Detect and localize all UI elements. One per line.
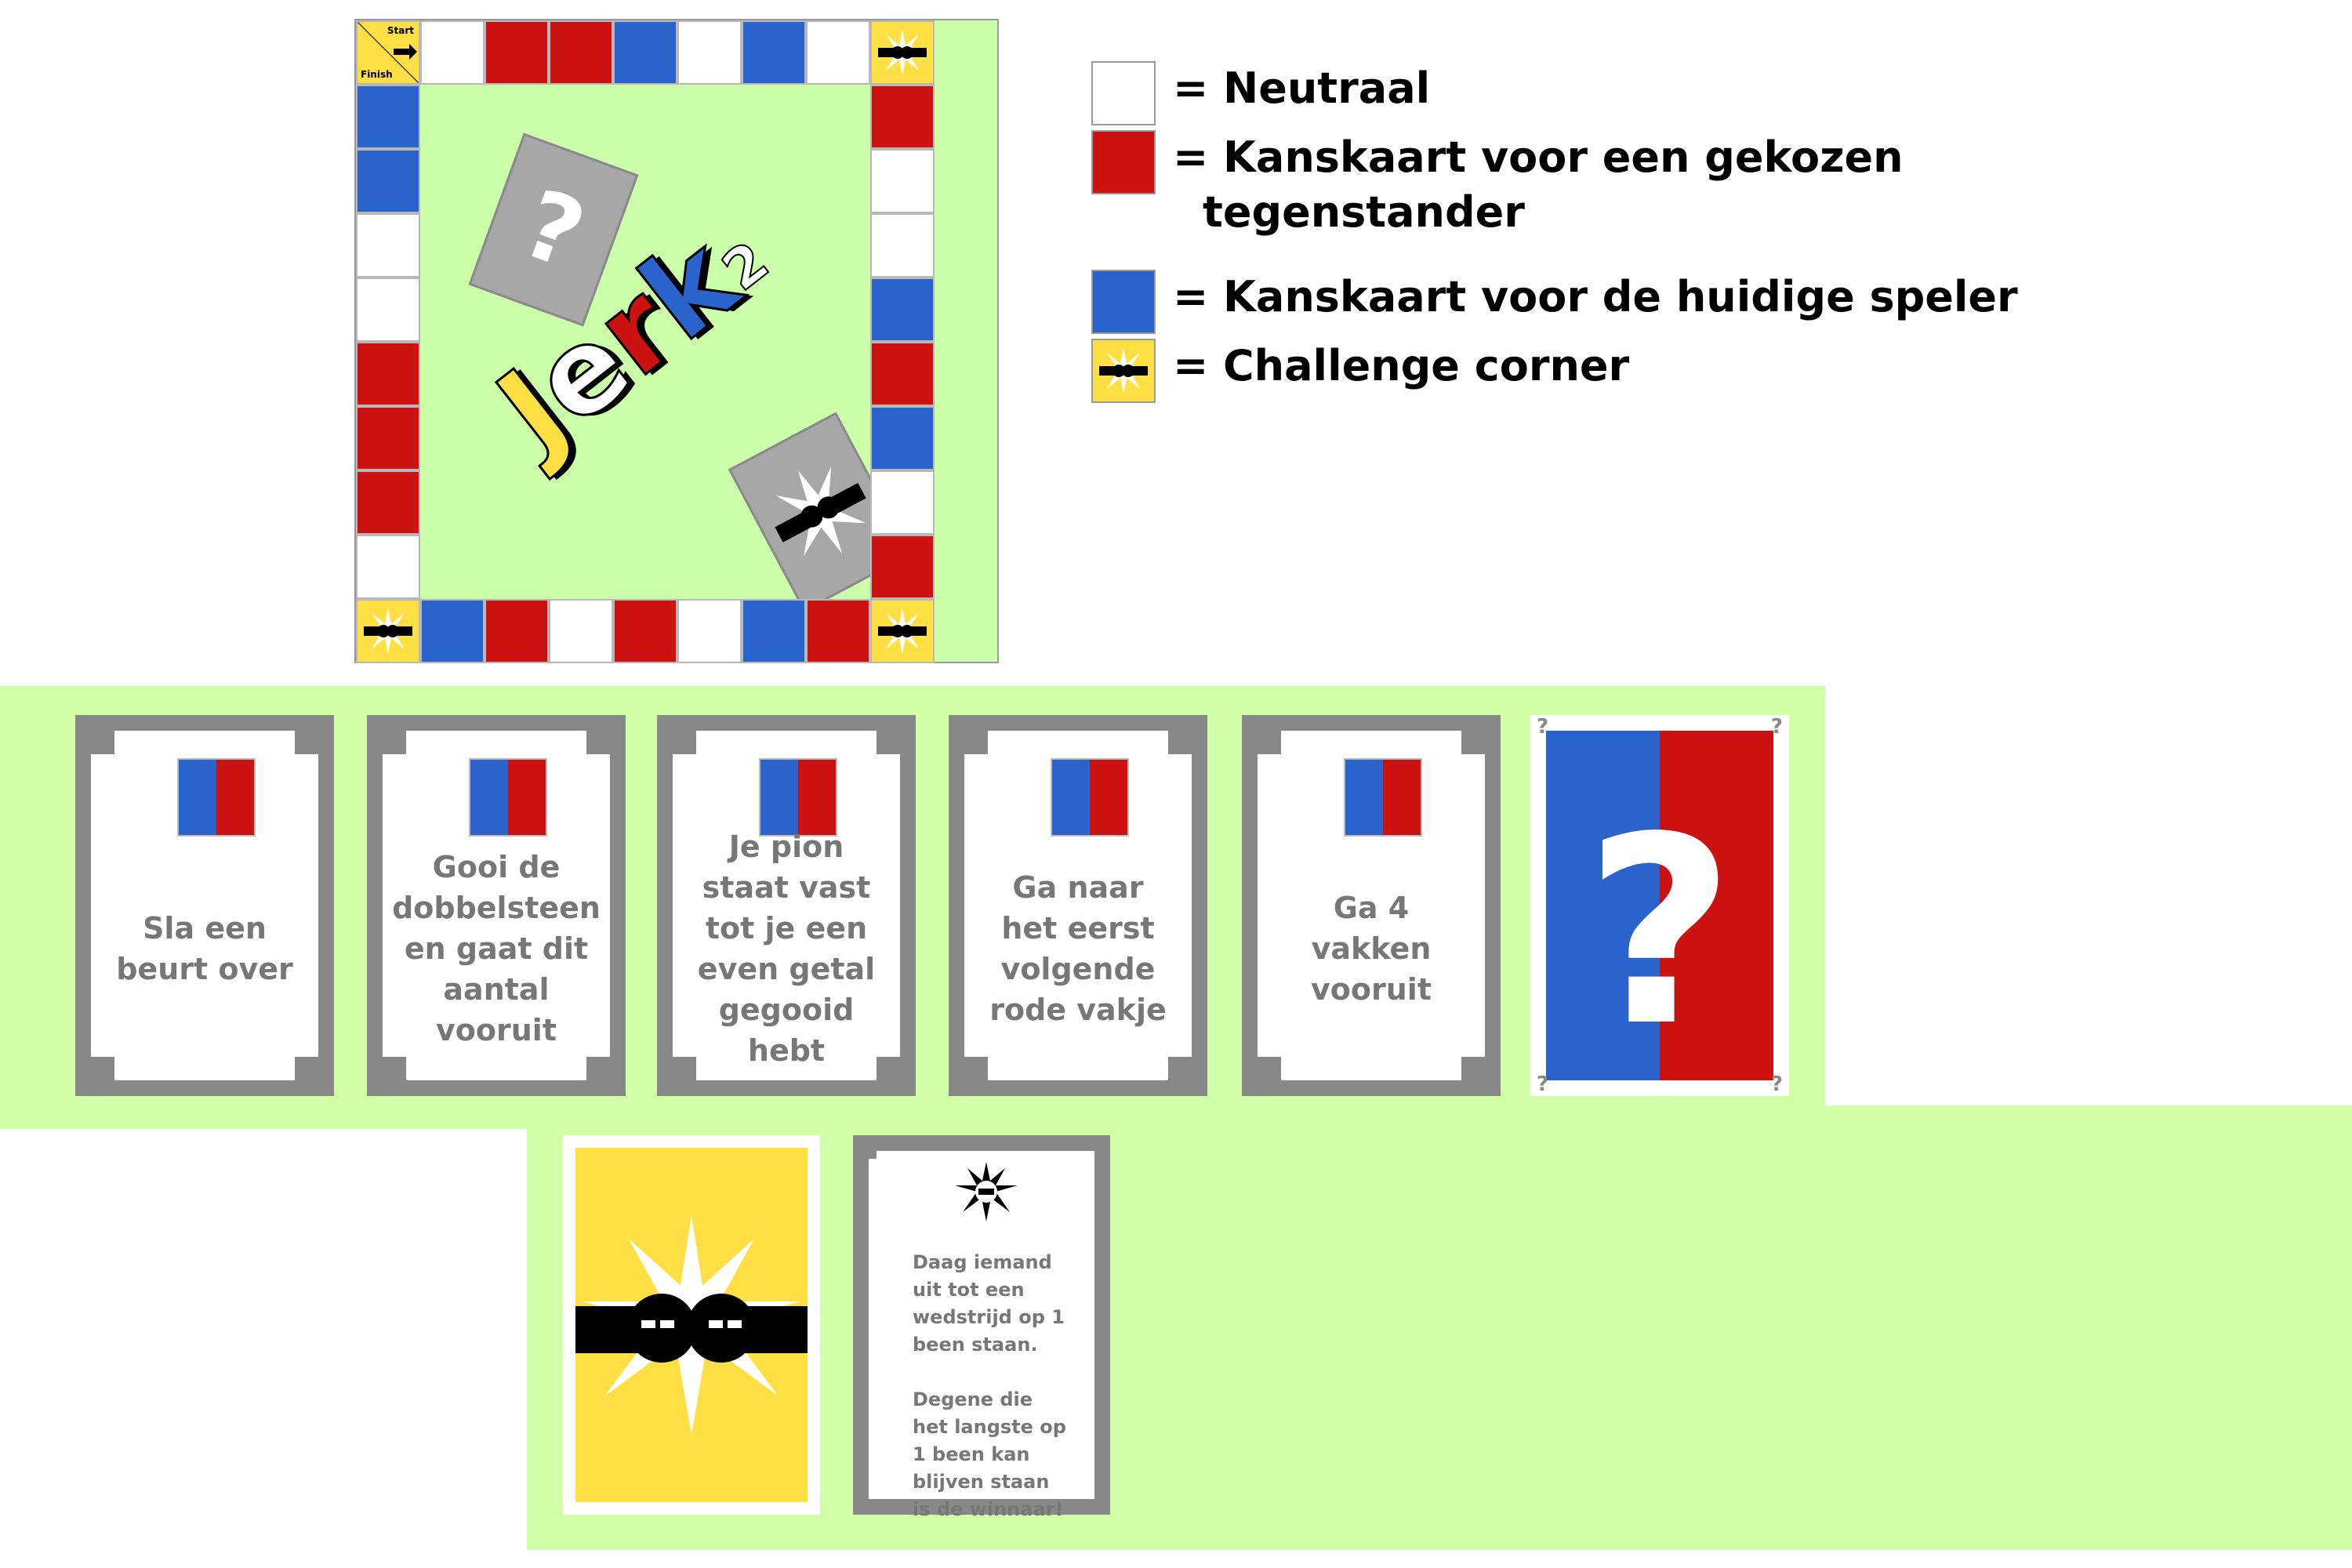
board-center: ? Jerk2 — [422, 86, 935, 612]
board-square-bottom-3[interactable] — [549, 599, 613, 663]
legend-red: = Kanskaart voor een gekozen tegenstande… — [1091, 130, 1904, 240]
legend-blue: = Kanskaart voor de huidige speler — [1091, 270, 2018, 334]
challenge-text: Daag iemand uit tot een wedstrijd op 1 b… — [913, 1249, 1071, 1523]
board-square-right-1[interactable] — [870, 149, 935, 213]
board-square-right-6[interactable] — [870, 470, 935, 535]
challenge-paragraph-1: Daag iemand uit tot een wedstrijd op 1 b… — [913, 1251, 1065, 1356]
card-type-swatch — [1344, 758, 1422, 837]
card-back-colors — [1546, 731, 1773, 1080]
card-face: Je pion staat vast tot je een even getal… — [673, 731, 900, 1080]
board-square-top-5[interactable] — [677, 20, 742, 85]
board-square-top-7[interactable] — [806, 20, 870, 85]
fist-bump-icon — [364, 608, 412, 654]
card-type-swatch — [177, 758, 256, 837]
challenge-card-back[interactable] — [563, 1135, 820, 1515]
board-square-left-4[interactable] — [356, 342, 420, 406]
chance-card[interactable]: Ga naar het eerst volgende rode vakje — [949, 715, 1207, 1096]
chance-card[interactable]: Sla een beurt over — [75, 715, 334, 1096]
legend-text-block: = Kanskaart voor een gekozen tegenstande… — [1156, 130, 1904, 240]
board-square-bottom-6[interactable] — [742, 599, 806, 663]
legend-swatch-blue — [1091, 270, 1156, 334]
card-face: Ga naar het eerst volgende rode vakje — [964, 731, 1192, 1080]
board-square-top-8[interactable] — [870, 20, 935, 85]
challenge-paragraph-2: Degene die het langste op 1 been kan bli… — [913, 1388, 1066, 1520]
card-type-swatch — [469, 758, 547, 837]
board-square-right-7[interactable] — [870, 535, 935, 599]
fist-bump-icon — [878, 608, 927, 654]
card-text: Je pion staat vast tot je een even getal… — [697, 829, 876, 1068]
legend-corner: = Challenge corner — [1091, 339, 1629, 403]
board-square-bottom-8[interactable] — [870, 599, 935, 663]
board-square-bottom-4[interactable] — [613, 599, 677, 663]
board-square-bottom-5[interactable] — [677, 599, 742, 663]
board-square-right-4[interactable] — [870, 342, 935, 406]
legend-swatch-red — [1091, 130, 1156, 194]
card-back[interactable]: ? ? ? ? ? — [1530, 715, 1789, 1096]
fist-bump-icon — [955, 1162, 1018, 1221]
challenge-card-pile[interactable] — [728, 412, 913, 612]
challenge-card-back-inner — [575, 1148, 808, 1502]
question-mark-icon: ? — [509, 169, 598, 291]
board-square-right-5[interactable] — [870, 406, 935, 470]
board-square-top-2[interactable] — [485, 20, 549, 85]
board-square-left-6[interactable] — [356, 470, 420, 535]
board-square-left-2[interactable] — [356, 213, 420, 278]
arrow-icon — [358, 22, 419, 83]
card-face: Ga 4 vakken vooruit — [1258, 731, 1485, 1080]
fist-bump-icon — [878, 30, 927, 75]
board-square-top-3[interactable] — [549, 20, 613, 85]
card-text: Ga naar het eerst volgende rode vakje — [989, 870, 1167, 1027]
corner-question-icon: ? — [1537, 715, 1549, 739]
board-square-top-4[interactable] — [613, 20, 677, 85]
corner-question-icon: ? — [1770, 1073, 1783, 1096]
challenge-area-background — [527, 1105, 2352, 1550]
card-type-swatch — [1051, 758, 1129, 837]
board-square-left-1[interactable] — [356, 149, 420, 213]
legend-text: = Neutraal — [1173, 64, 1431, 113]
challenge-card-front-inner: Daag iemand uit tot een wedstrijd op 1 b… — [853, 1135, 1094, 1520]
board-square-left-0[interactable] — [356, 85, 420, 149]
legend-neutral: = Neutraal — [1091, 61, 1430, 125]
board-square-right-0[interactable] — [870, 85, 935, 149]
board-square-top-6[interactable] — [742, 20, 806, 85]
card-face: Sla een beurt over — [91, 731, 318, 1080]
start-label: Start — [387, 25, 414, 36]
legend-text-line2: tegenstander — [1203, 187, 1525, 237]
fist-bump-icon — [775, 466, 866, 557]
chance-card[interactable]: Gooi de dobbelsteen en gaat dit aantal v… — [367, 715, 626, 1096]
card-type-swatch — [759, 758, 837, 837]
legend-swatch-corner — [1091, 339, 1156, 403]
board-square-bottom-0[interactable] — [356, 599, 420, 663]
board-square-left-7[interactable] — [356, 535, 420, 599]
board-square-top-1[interactable] — [420, 20, 485, 85]
corner-question-icon: ? — [1537, 1073, 1549, 1096]
card-text: Ga 4 vakken vooruit — [1311, 891, 1432, 1007]
chance-card[interactable]: Je pion staat vast tot je een even getal… — [657, 715, 916, 1096]
card-text: Sla een beurt over — [116, 911, 293, 986]
card-text: Gooi de dobbelsteen en gaat dit aantal v… — [392, 850, 601, 1047]
finish-label: Finish — [361, 69, 393, 80]
chance-card[interactable]: Ga 4 vakken vooruit — [1242, 715, 1501, 1096]
board-square-bottom-2[interactable] — [485, 599, 549, 663]
board-square-left-3[interactable] — [356, 278, 420, 342]
legend-swatch-white — [1091, 61, 1156, 125]
board-square-left-5[interactable] — [356, 406, 420, 470]
legend-text: = Challenge corner — [1173, 341, 1630, 390]
card-face: Gooi de dobbelsteen en gaat dit aantal v… — [383, 731, 610, 1080]
board-square-right-3[interactable] — [870, 278, 935, 342]
question-mark-icon: ? — [1584, 782, 1735, 1083]
fist-bump-icon — [575, 1215, 808, 1435]
legend-text: = Kanskaart voor een gekozen — [1173, 132, 1904, 182]
corner-question-icon: ? — [1770, 715, 1783, 739]
fist-bump-icon — [1099, 348, 1148, 394]
legend-text: = Kanskaart voor de huidige speler — [1173, 272, 2018, 321]
board-square-bottom-1[interactable] — [420, 599, 485, 663]
board-square-bottom-7[interactable] — [806, 599, 870, 663]
board-square-right-2[interactable] — [870, 213, 935, 278]
challenge-card-front[interactable]: Daag iemand uit tot een wedstrijd op 1 b… — [853, 1135, 1110, 1520]
